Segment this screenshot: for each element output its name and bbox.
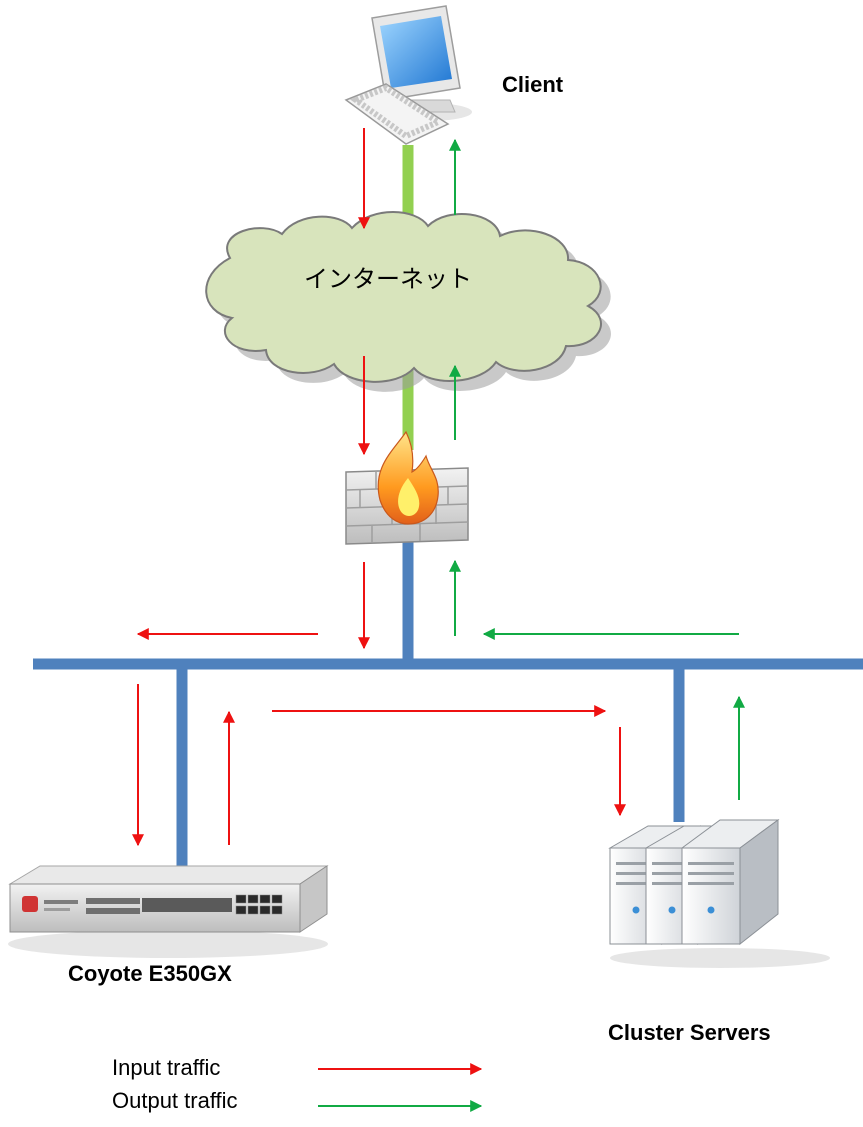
coyote-label: Coyote E350GX — [68, 961, 232, 986]
legend: Input traffic Output traffic — [112, 1055, 483, 1113]
cluster-label: Cluster Servers — [608, 1020, 771, 1045]
client-label: Client — [502, 72, 564, 97]
legend-output-label: Output traffic — [112, 1088, 238, 1113]
network-appliance-icon — [8, 865, 329, 958]
internet-label: インターネット — [304, 266, 472, 293]
input-traffic-arrows — [132, 128, 626, 847]
firewall-icon — [345, 430, 469, 545]
cloud-icon — [205, 211, 611, 392]
output-traffic-arrows — [449, 138, 745, 800]
legend-input-label: Input traffic — [112, 1055, 220, 1080]
desktop-computer-icon — [344, 5, 472, 145]
server-cluster-icon — [608, 819, 830, 968]
server-icon — [680, 819, 780, 946]
